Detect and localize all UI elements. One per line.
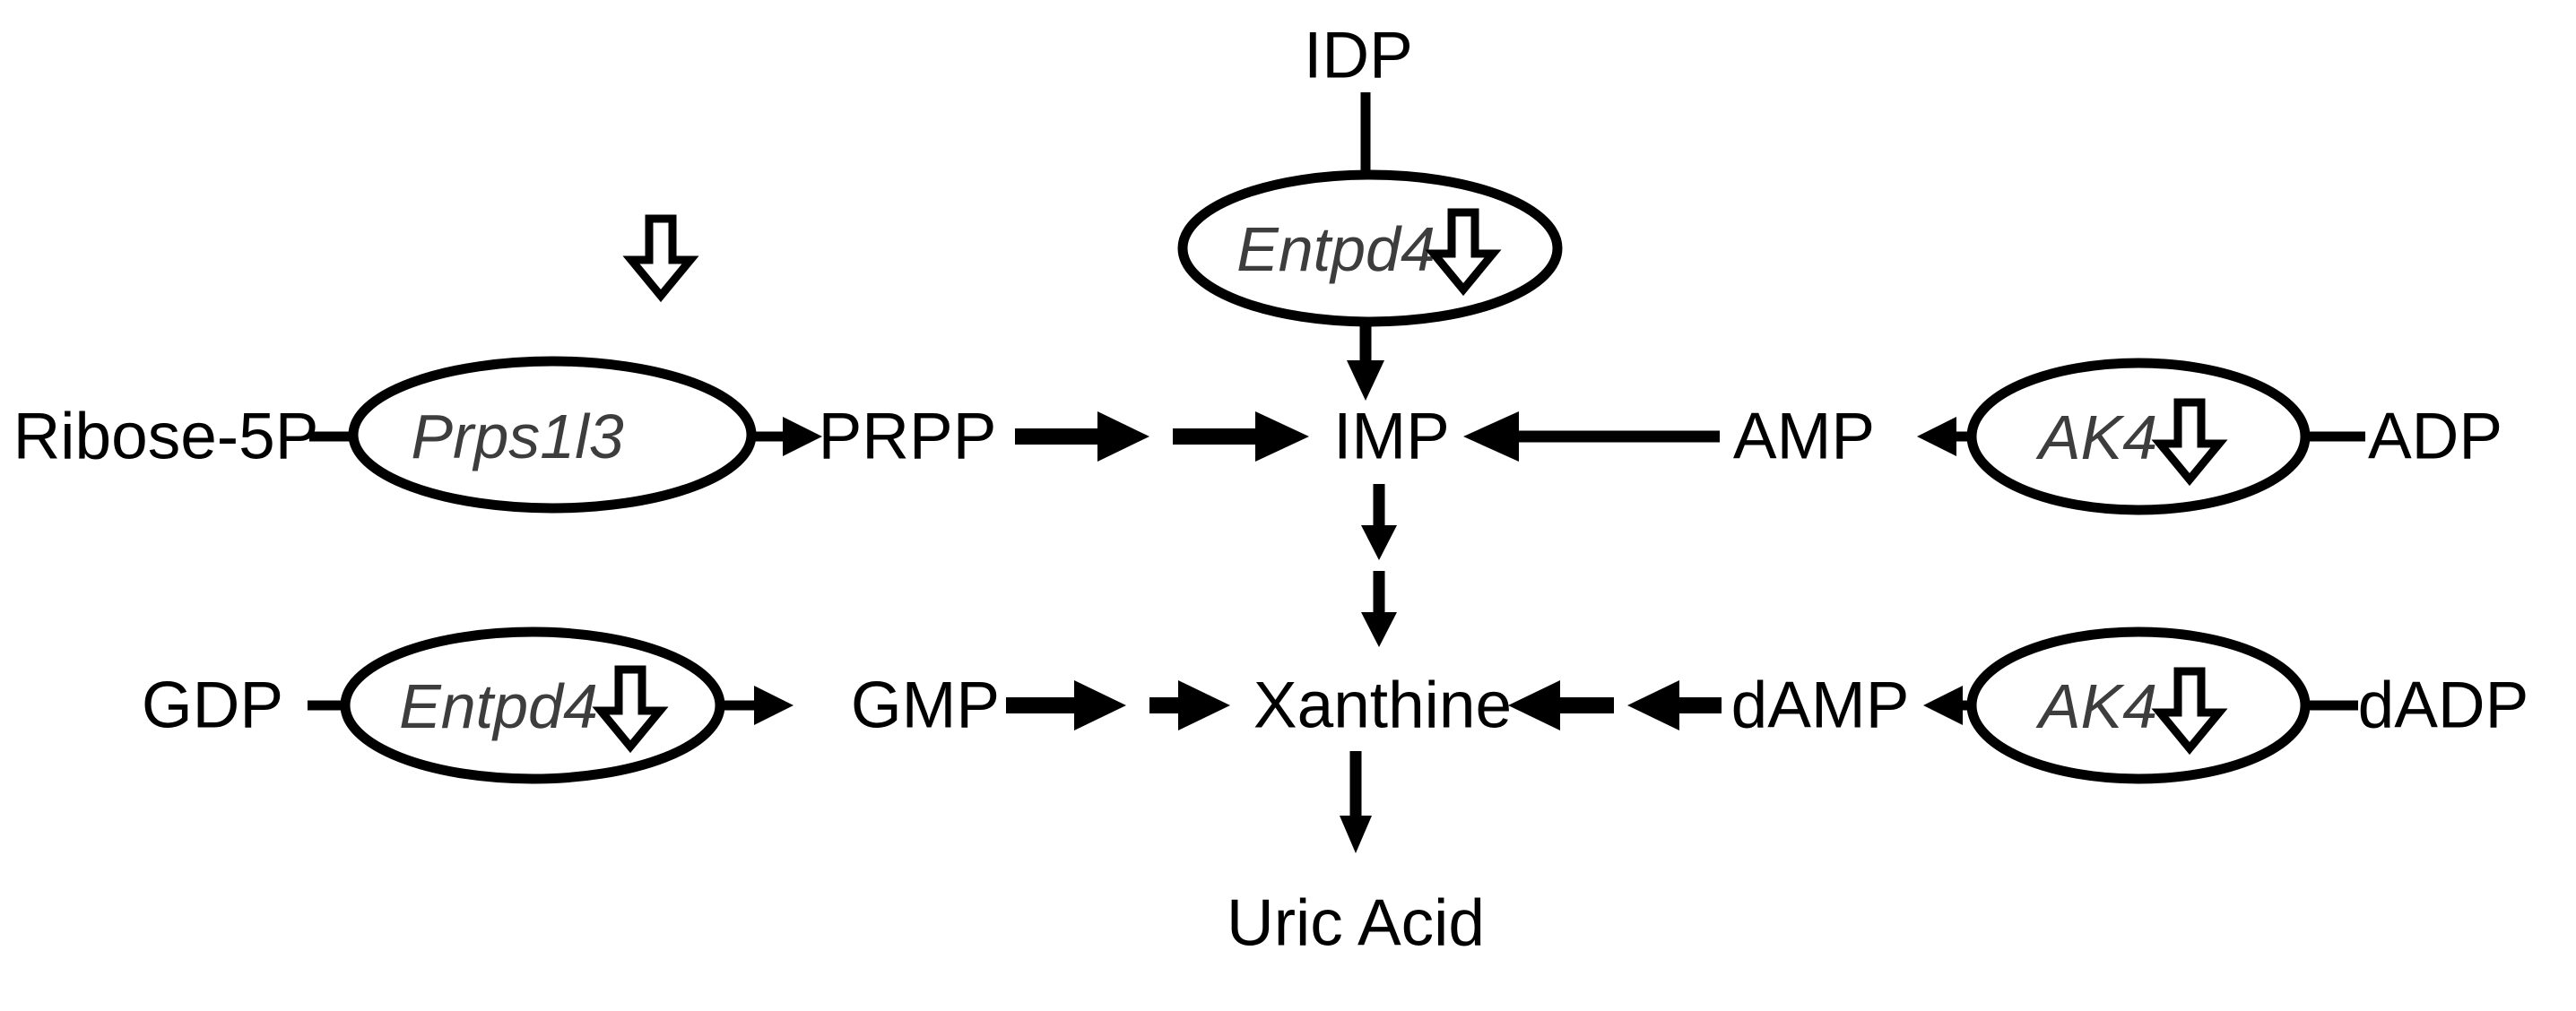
node-xanthine: Xanthine bbox=[1253, 670, 1512, 742]
node-idp: IDP bbox=[1304, 20, 1413, 92]
enzyme-label: AK4 bbox=[2035, 402, 2157, 472]
node-adp: ADP bbox=[2368, 401, 2502, 473]
downregulation-arrow-icon bbox=[622, 214, 699, 303]
enzyme-label: Entpd4 bbox=[1236, 214, 1435, 284]
node-amp: AMP bbox=[1733, 401, 1875, 473]
edge-imp-to-xanthine bbox=[1361, 484, 1397, 647]
enzyme-prps1l3: Prps1l3 bbox=[348, 214, 757, 514]
downregulation-arrow-icon bbox=[2151, 398, 2228, 487]
edge-ak4-to-damp bbox=[1923, 686, 1973, 725]
edge-prps1l3-to-prpp bbox=[751, 417, 822, 456]
edge-ak4-to-amp bbox=[1917, 417, 1973, 456]
edge-xanthine-to-uricacid bbox=[1340, 751, 1372, 853]
edge-amp-to-imp bbox=[1463, 411, 1720, 462]
node-gdp: GDP bbox=[142, 670, 283, 742]
node-imp: IMP bbox=[1333, 401, 1450, 473]
enzyme-ellipse bbox=[1177, 169, 1563, 327]
edge-prpp-to-imp bbox=[1015, 411, 1309, 462]
node-gmp: GMP bbox=[851, 670, 1000, 742]
enzyme-label: AK4 bbox=[2035, 671, 2157, 741]
enzyme-ak4-bottom: AK4 bbox=[1966, 626, 2311, 784]
downregulation-arrow-icon bbox=[592, 665, 669, 754]
node-ribose5p: Ribose-5P bbox=[13, 401, 319, 473]
enzyme-label: Prps1l3 bbox=[411, 402, 623, 471]
edge-gmp-to-xanthine bbox=[1006, 680, 1230, 730]
enzyme-label: Entpd4 bbox=[399, 671, 598, 741]
node-dadp: dADP bbox=[2358, 670, 2529, 742]
enzyme-entpd4-left: Entpd4 bbox=[340, 626, 725, 784]
edge-entpd4-to-gmp bbox=[720, 686, 794, 725]
enzyme-ak4-top: AK4 bbox=[1966, 358, 2311, 515]
node-uric-acid: Uric Acid bbox=[1227, 887, 1485, 960]
edge-damp-to-xanthine bbox=[1508, 680, 1722, 730]
node-damp: dAMP bbox=[1731, 670, 1910, 742]
node-prpp: PRPP bbox=[819, 401, 997, 473]
downregulation-arrow-icon bbox=[2151, 667, 2228, 756]
enzyme-entpd4-top: Entpd4 bbox=[1177, 169, 1563, 327]
downregulation-arrow-icon bbox=[1425, 208, 1502, 297]
edge-entpd4-to-imp bbox=[1347, 323, 1384, 401]
